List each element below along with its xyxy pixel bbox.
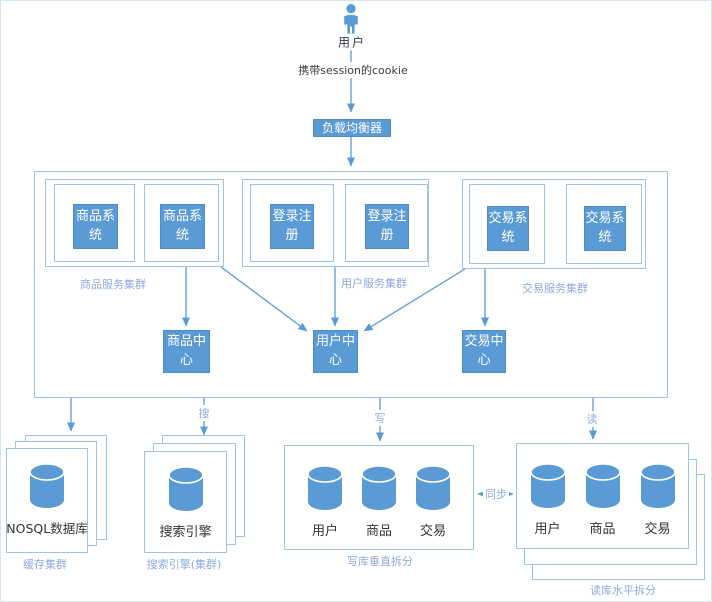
- cylinder-label: 商品: [589, 522, 616, 537]
- write-edge-label: 写: [372, 410, 388, 426]
- database-cylinder-icon: [307, 465, 343, 510]
- trade-system-node: 交易系统: [487, 206, 529, 251]
- cylinder-label: 商品: [365, 524, 392, 539]
- trade-node-frame: 交易系统: [469, 184, 545, 264]
- service-layer-container: [34, 171, 668, 398]
- read-db-box: 用户 商品 交易: [516, 443, 689, 549]
- trade-cluster-box: 交易系统 交易系统: [462, 179, 646, 269]
- goods-cluster-box: 商品系统 商品系统: [45, 179, 224, 267]
- search-cluster-caption: 搜索引擎(集群): [146, 558, 222, 571]
- user-label: 用户: [335, 33, 369, 51]
- goods-system-node: 商品系统: [73, 204, 118, 249]
- login-register-node: 登录注册: [365, 204, 409, 249]
- read-db-goods: 商品: [583, 463, 623, 537]
- search-engine-label: 搜索引擎: [159, 525, 212, 540]
- database-cylinder-icon: [361, 465, 397, 510]
- database-cylinder-icon: [639, 463, 676, 508]
- write-db-box: 用户 商品 交易: [284, 445, 474, 550]
- write-db-caption: 写库垂直拆分: [347, 555, 413, 568]
- cylinder-label: 用户: [311, 524, 338, 539]
- sync-edge-label: 同步: [483, 486, 509, 502]
- read-edge-label: 读: [584, 411, 600, 427]
- nosql-db-label: NOSQL数据库: [6, 521, 88, 536]
- cache-cluster-caption: 缓存集群: [23, 558, 67, 571]
- trade-system-node: 交易系统: [584, 206, 626, 251]
- session-cookie-label: 携带session的cookie: [296, 62, 410, 78]
- load-balancer-node: 负载均衡器: [313, 119, 391, 137]
- write-db-user: 用户: [305, 465, 345, 539]
- write-db-trade: 交易: [413, 465, 453, 539]
- search-engine-card: 搜索引擎: [144, 451, 227, 553]
- goods-cluster-label: 商品服务集群: [80, 278, 146, 291]
- database-cylinder-icon: [584, 463, 621, 508]
- write-db-goods: 商品: [359, 465, 399, 539]
- trade-node-frame: 交易系统: [566, 184, 642, 264]
- user-node-frame: 登录注册: [345, 184, 428, 262]
- search-edge-label: 搜: [196, 405, 212, 421]
- nosql-db-card: NOSQL数据库: [6, 448, 88, 553]
- database-cylinder-icon: [529, 463, 566, 508]
- user-center-node: 用户中心: [313, 330, 358, 373]
- goods-center-node: 商品中心: [163, 330, 210, 373]
- user-cluster-label: 用户服务集群: [341, 277, 407, 290]
- user-node-frame: 登录注册: [250, 184, 334, 262]
- database-cylinder-icon: [415, 465, 451, 510]
- trade-center-node: 交易中心: [462, 330, 506, 373]
- read-db-trade: 交易: [638, 463, 678, 537]
- login-register-node: 登录注册: [270, 204, 314, 249]
- user-cluster-box: 登录注册 登录注册: [242, 179, 429, 267]
- user-person-icon: [340, 4, 362, 39]
- read-db-caption: 读库水平拆分: [590, 584, 656, 597]
- goods-node-frame: 商品系统: [54, 184, 135, 262]
- read-db-user: 用户: [528, 463, 568, 537]
- cylinder-label: 用户: [534, 522, 561, 537]
- goods-system-node: 商品系统: [160, 204, 205, 249]
- cylinder-label: 交易: [644, 522, 671, 537]
- trade-cluster-label: 交易服务集群: [522, 282, 588, 295]
- goods-node-frame: 商品系统: [144, 184, 219, 262]
- cylinder-label: 交易: [419, 524, 446, 539]
- database-cylinder-icon: [29, 463, 65, 508]
- database-cylinder-icon: [167, 466, 204, 511]
